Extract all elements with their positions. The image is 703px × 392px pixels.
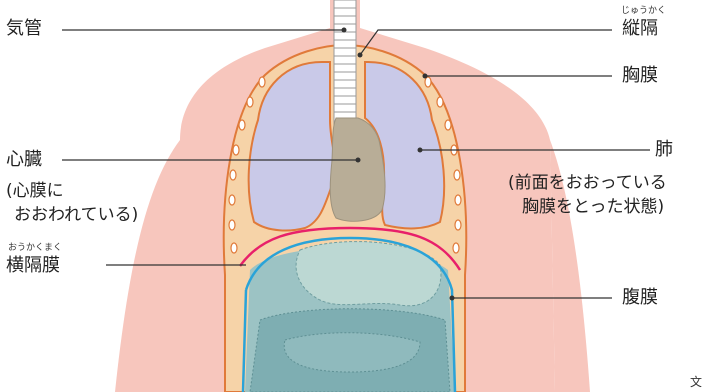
ruby-diaphragm: おうかくまく xyxy=(8,243,62,253)
label-mediastinum: 縦隔 xyxy=(622,18,658,40)
label-heart-note-1: (心膜に xyxy=(6,180,64,202)
heart xyxy=(330,118,385,221)
label-heart: 心臓 xyxy=(6,149,42,171)
intestines xyxy=(250,309,450,392)
trachea xyxy=(334,0,356,125)
label-lung-note-2: 胸膜をとった状態) xyxy=(522,196,664,218)
label-diaphragm: 横隔膜 xyxy=(6,255,60,277)
label-peritoneum: 腹膜 xyxy=(622,287,658,309)
label-trachea: 気管 xyxy=(6,18,42,40)
label-pleura: 胸膜 xyxy=(622,65,658,87)
label-heart-note-2: おおわれている) xyxy=(14,204,138,226)
ruby-mediastinum: じゅうかく xyxy=(621,6,666,16)
corner-mark: 文 xyxy=(690,375,702,389)
label-lung: 肺 xyxy=(655,139,673,161)
label-lung-note-1: (前面をおおっている xyxy=(508,172,667,194)
